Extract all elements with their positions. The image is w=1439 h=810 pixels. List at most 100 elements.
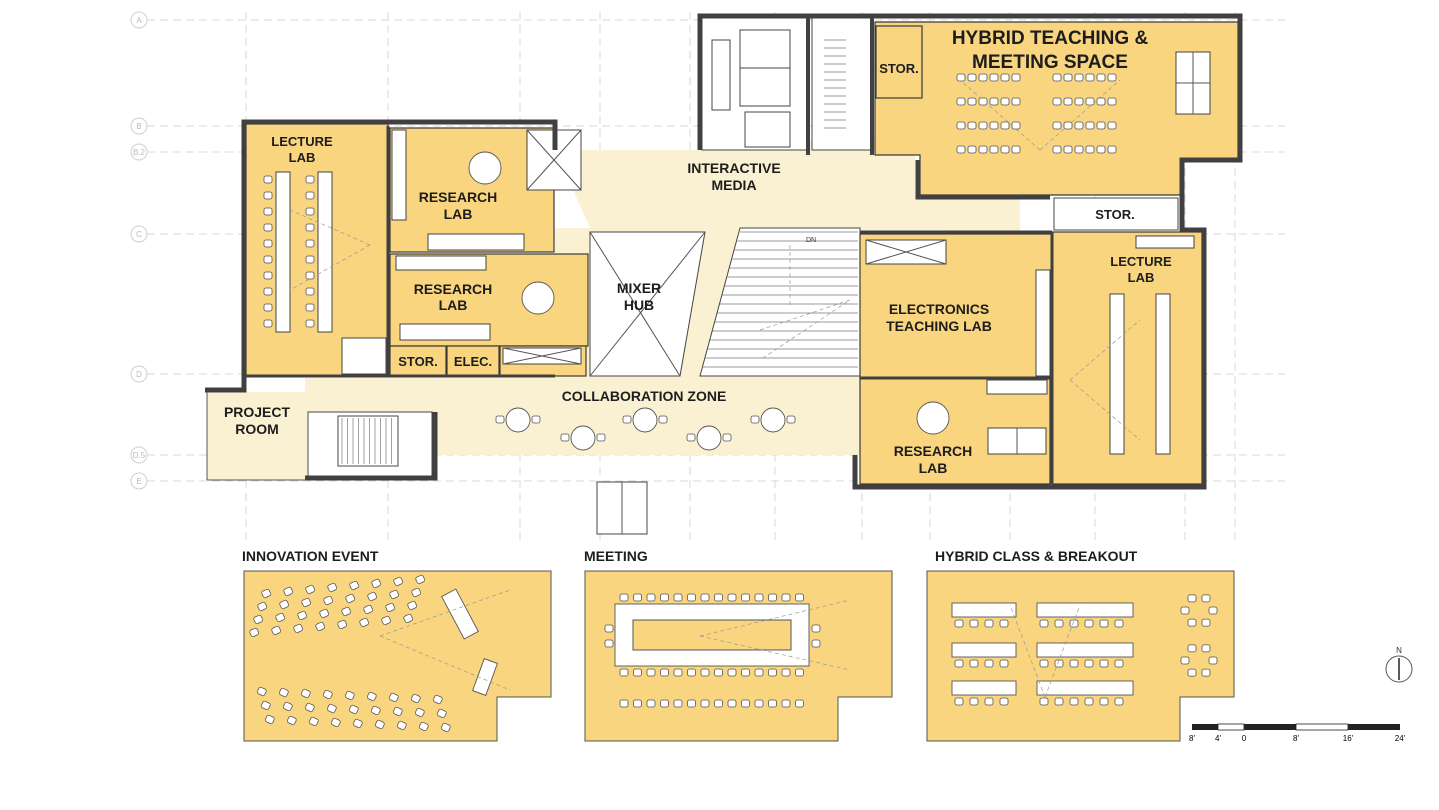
chair (978, 97, 988, 106)
north-arrow: N (1385, 646, 1413, 683)
chair (956, 121, 966, 130)
chair (341, 606, 352, 617)
chair (305, 191, 315, 200)
chair (1069, 697, 1079, 706)
chair (263, 287, 273, 296)
chair (344, 690, 355, 701)
storage-top: STOR. (875, 25, 923, 99)
chair (388, 692, 399, 703)
chair (741, 668, 750, 677)
chair (1201, 668, 1211, 677)
chair (1039, 619, 1049, 628)
research-lab-3: RESEARCH LAB (859, 377, 1051, 485)
svg-text:STOR.: STOR. (398, 354, 438, 369)
research-lab-2: RESEARCH LAB (389, 253, 589, 347)
chair (781, 699, 791, 708)
chair (1052, 145, 1062, 154)
chair (646, 593, 656, 602)
svg-text:B.2: B.2 (133, 148, 146, 157)
chair (1114, 659, 1124, 668)
chair (795, 593, 804, 602)
svg-text:LAB: LAB (439, 297, 468, 313)
interactive-media: INTERACTIVE MEDIA (687, 160, 780, 193)
desk (1036, 602, 1134, 618)
chair (1063, 97, 1073, 106)
chair (256, 686, 267, 697)
chair (1096, 145, 1106, 154)
chair (1011, 145, 1021, 154)
svg-text:LAB: LAB (444, 206, 473, 222)
chair (385, 602, 396, 613)
chair (371, 578, 382, 589)
chair (271, 625, 282, 636)
chair (660, 593, 669, 602)
chair (687, 699, 696, 708)
chair (1052, 73, 1062, 82)
chair (411, 587, 422, 598)
option-title-meeting: MEETING (584, 548, 648, 564)
restroom-core (701, 17, 809, 151)
chair (768, 668, 777, 677)
hybrid-teaching-space: HYBRID TEACHING & MEETING SPACE (874, 21, 1239, 196)
chair (1069, 659, 1079, 668)
chair (337, 619, 348, 630)
chair (531, 415, 541, 424)
chair (619, 699, 629, 708)
hybrid-title-line1: HYBRID TEACHING & (952, 28, 1149, 49)
chair (984, 619, 994, 628)
option-hybrid-class-breakout: HYBRID CLASS & BREAKOUT (926, 548, 1235, 742)
chair (967, 73, 977, 82)
chair (392, 706, 403, 717)
chair (1054, 697, 1064, 706)
chair (283, 586, 294, 597)
chair (1052, 97, 1062, 106)
research-lab-1: RESEARCH LAB (389, 127, 582, 253)
chair (700, 699, 710, 708)
chair (495, 415, 505, 424)
chair (646, 699, 656, 708)
chair (969, 697, 979, 706)
chair (1069, 619, 1079, 628)
chair (1208, 656, 1218, 665)
round-table (760, 407, 786, 433)
chair (795, 668, 804, 677)
chair (967, 97, 977, 106)
svg-text:D.5: D.5 (133, 451, 146, 460)
svg-text:INTERACTIVE: INTERACTIVE (687, 160, 780, 176)
chair (257, 601, 268, 612)
svg-text:D: D (136, 370, 142, 379)
svg-text:COLLABORATION ZONE: COLLABORATION ZONE (562, 388, 727, 404)
desk (951, 602, 1017, 618)
svg-text:RESEARCH: RESEARCH (419, 189, 498, 205)
scale-label-6: 24' (1395, 734, 1406, 743)
chair (714, 593, 723, 602)
chair (714, 699, 723, 708)
svg-text:PROJECT: PROJECT (224, 404, 291, 420)
chair (622, 415, 632, 424)
chair (370, 705, 381, 716)
chair (727, 668, 737, 677)
chair (781, 593, 791, 602)
chair (418, 721, 429, 732)
chair (327, 582, 338, 593)
chair (673, 668, 683, 677)
exterior-walls (205, 13, 1243, 490)
chair (263, 319, 273, 328)
chair (1085, 121, 1095, 130)
chair (1096, 73, 1106, 82)
chair (700, 593, 710, 602)
chair (560, 433, 570, 442)
chair (604, 624, 614, 633)
chair (1099, 697, 1109, 706)
chair (754, 668, 764, 677)
chair (1180, 656, 1190, 665)
svg-text:TEACHING LAB: TEACHING LAB (886, 318, 992, 334)
chair (403, 613, 414, 624)
chair (305, 255, 315, 264)
round-table (570, 425, 596, 451)
chair (978, 121, 988, 130)
south-stair (307, 411, 433, 477)
chair (436, 708, 447, 719)
chair (374, 719, 385, 730)
